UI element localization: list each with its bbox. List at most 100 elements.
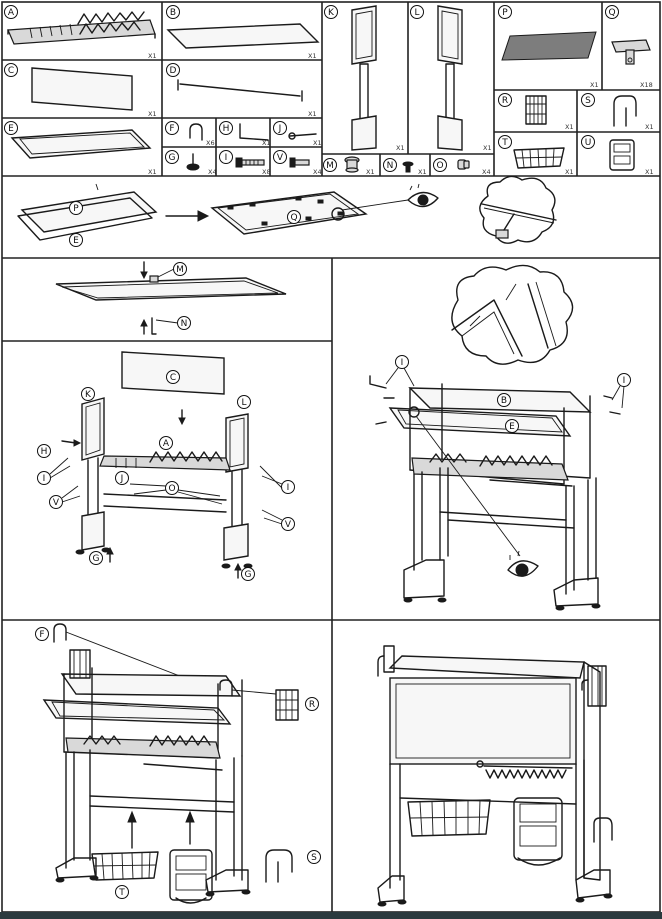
left-side-frame-drawing	[351, 5, 377, 151]
step-3-diagram: C K L A H I V O J	[37, 351, 295, 581]
svg-text:A: A	[8, 8, 15, 18]
double-hook-drawing	[613, 95, 637, 127]
svg-text:I: I	[287, 483, 290, 493]
part-label-g: G	[165, 150, 179, 164]
step3-label-a: A	[159, 436, 173, 450]
footer-strip	[0, 912, 662, 919]
step5-label-r: R	[305, 697, 319, 711]
step4-label-e: E	[505, 419, 519, 433]
part-qty-p: X1	[590, 81, 599, 89]
svg-text:F: F	[39, 630, 44, 640]
part-qty-k: X1	[396, 144, 405, 152]
step3-label-v-right: V	[281, 517, 295, 531]
part-label-t: T	[498, 135, 512, 149]
step2-label-n: N	[177, 316, 191, 330]
svg-text:D: D	[170, 66, 177, 76]
eye-icon	[407, 183, 439, 208]
part-qty-t: X1	[565, 168, 574, 176]
svg-text:M: M	[176, 265, 184, 275]
svg-text:R: R	[502, 96, 508, 106]
svg-text:E: E	[8, 124, 14, 134]
svg-text:C: C	[8, 66, 14, 76]
svg-text:P: P	[502, 8, 508, 18]
part-qty-c: X1	[148, 110, 157, 118]
step1-label-q: Q	[287, 210, 301, 224]
part-label-m: M	[323, 158, 337, 172]
step3-label-v-left: V	[49, 495, 63, 509]
svg-text:J: J	[278, 124, 282, 134]
svg-text:Q: Q	[608, 8, 615, 18]
part-qty-n: X1	[418, 168, 427, 176]
svg-text:G: G	[245, 570, 252, 580]
part-label-l: L	[410, 5, 424, 19]
part-label-b: B	[166, 5, 180, 19]
part-qty-a: X1	[148, 52, 157, 60]
part-qty-o: X4	[482, 168, 491, 176]
part-label-q: Q	[605, 5, 619, 19]
eye-icon	[507, 550, 539, 577]
svg-text:H: H	[223, 124, 230, 134]
step3-label-k: K	[81, 387, 95, 401]
svg-text:K: K	[328, 8, 335, 18]
part-qty-r: X1	[565, 123, 574, 131]
svg-text:T: T	[118, 888, 125, 898]
frame-panel-drawing	[10, 129, 152, 159]
part-qty-e: X1	[148, 168, 157, 176]
step5-label-s: S	[307, 850, 321, 864]
svg-text:T: T	[501, 138, 508, 148]
svg-text:B: B	[501, 396, 507, 406]
part-label-v: V	[273, 150, 287, 164]
svg-text:B: B	[170, 8, 176, 18]
svg-text:F: F	[169, 124, 174, 134]
board-holder-drawing	[169, 849, 213, 904]
svg-text:O: O	[436, 161, 443, 171]
part-label-i: I	[219, 150, 233, 164]
svg-text:K: K	[85, 390, 92, 400]
svg-text:S: S	[585, 96, 591, 106]
step2-label-m: M	[173, 262, 187, 276]
part-qty-b: X1	[308, 52, 317, 60]
svg-text:C: C	[170, 373, 176, 383]
svg-text:I: I	[623, 376, 626, 386]
svg-text:O: O	[168, 484, 175, 494]
part-qty-f: X6	[206, 139, 215, 147]
part-drawings	[7, 5, 651, 173]
mat-drawing	[501, 31, 597, 61]
svg-text:M: M	[326, 161, 334, 171]
step1-arrow-icon	[165, 210, 210, 222]
part-label-f: F	[165, 121, 179, 135]
part-label-d: D	[166, 63, 180, 77]
step3-label-g-left: G	[89, 551, 103, 565]
part-label-c: C	[4, 63, 18, 77]
step3-label-h: H	[37, 444, 51, 458]
svg-text:J: J	[120, 474, 124, 484]
bracket-drawing	[611, 39, 651, 65]
svg-text:Q: Q	[290, 213, 297, 223]
part-label-k: K	[324, 5, 338, 19]
step-1-diagram: P E Q	[17, 175, 557, 247]
svg-text:R: R	[309, 700, 315, 710]
rod-drawing	[177, 79, 303, 102]
part-qty-g: X4	[208, 168, 217, 176]
step3-label-o: O	[165, 481, 179, 495]
part-label-j: J	[273, 121, 287, 135]
step1-label-p: P	[69, 201, 83, 215]
svg-text:U: U	[585, 138, 592, 148]
part-label-n: N	[383, 158, 397, 172]
part-label-e: E	[4, 121, 18, 135]
screw-drawing	[235, 157, 265, 168]
double-hook-drawing	[265, 849, 293, 883]
step-5-diagram: F R	[35, 623, 321, 904]
step3-label-l: L	[237, 395, 251, 409]
part-qty-v: X4	[313, 168, 322, 176]
step5-label-f: F	[35, 627, 49, 641]
clip-drawing	[457, 159, 470, 170]
dish-rack-drawing	[7, 11, 156, 45]
step5-label-t: T	[115, 885, 129, 899]
step3-label-c: C	[166, 370, 180, 384]
step3-label-g-right: G	[241, 567, 255, 581]
svg-text:S: S	[311, 853, 317, 863]
part-qty-q: X18	[640, 81, 653, 89]
svg-text:H: H	[41, 447, 48, 457]
part-label-p: P	[498, 5, 512, 19]
